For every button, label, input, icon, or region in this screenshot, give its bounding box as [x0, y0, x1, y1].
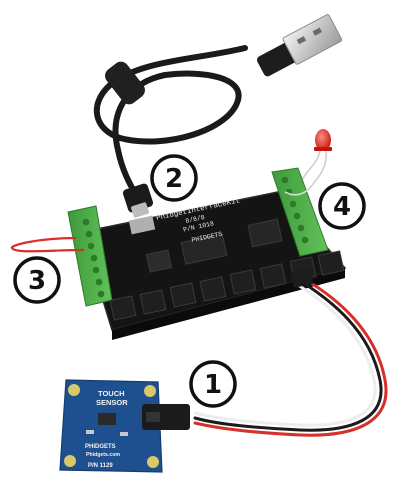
- callout-4-label: 4: [333, 192, 351, 222]
- red-led-icon: [299, 129, 332, 191]
- led-wire: [284, 189, 309, 196]
- usb-cable: [93, 14, 343, 218]
- ic-chip-icon: [180, 233, 228, 265]
- callout-1: 1: [189, 360, 237, 408]
- sensor-brand: PHIDGETS: [85, 444, 116, 450]
- interface-kit-board: PhidgetInterfaceKit 8/8/8 P/N 1018 PHIDG…: [67, 167, 347, 340]
- mounting-pad-icon: [64, 455, 76, 467]
- board-spec: 8/8/8: [185, 214, 206, 225]
- sensor-title-line2: SENSOR: [96, 398, 128, 407]
- callout-2-label: 2: [165, 164, 183, 194]
- callout-1-label: 1: [204, 370, 222, 400]
- mini-usb-plug-icon: [122, 183, 154, 218]
- mini-usb-socket-icon: [128, 215, 156, 235]
- sensor-title-line1: TOUCH: [98, 389, 125, 398]
- usb-a-plug-icon: [256, 14, 343, 77]
- mounting-pad-icon: [147, 456, 159, 468]
- mounting-pad-icon: [144, 385, 156, 397]
- callout-3-label: 3: [28, 266, 46, 296]
- callout-3: 3: [13, 256, 61, 304]
- callout-4: 4: [318, 182, 366, 230]
- sensor-part-number: P/N 1129: [88, 463, 113, 469]
- sensor-cable: [193, 278, 388, 437]
- ferrite-bead-icon: [105, 61, 145, 105]
- analog-input-connectors: [109, 250, 345, 321]
- touch-sensor-board: TOUCH SENSOR PHIDGETS Phidgets.com P/N 1…: [59, 379, 190, 473]
- jumper-wire: [10, 236, 85, 253]
- ic-chip-icon: [247, 218, 283, 248]
- mounting-pad-icon: [68, 384, 80, 396]
- callout-2: 2: [150, 154, 198, 202]
- cable-plug-icon: [290, 268, 314, 288]
- ic-chip-icon: [145, 249, 173, 273]
- sensor-connector-icon: [142, 404, 190, 430]
- sensor-chip-icon: [98, 413, 116, 425]
- right-terminal-block: [271, 167, 329, 257]
- sensor-site: Phidgets.com: [86, 452, 120, 458]
